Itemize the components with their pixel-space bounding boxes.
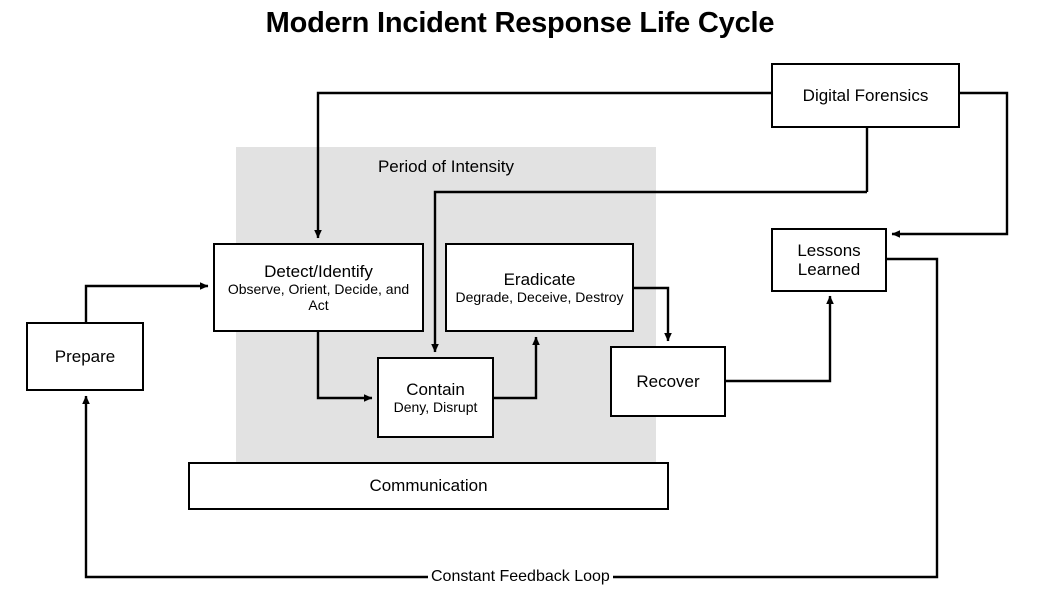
node-label: Recover (636, 371, 700, 391)
node-eradicate[interactable]: Eradicate Degrade, Deceive, Destroy (445, 243, 634, 332)
node-label: Communication (369, 476, 488, 495)
node-lessons-learned[interactable]: Lessons Learned (771, 228, 887, 292)
page-title: Modern Incident Response Life Cycle (265, 7, 775, 39)
node-sublabel: Degrade, Deceive, Destroy (455, 288, 624, 305)
region-label: Period of Intensity (377, 157, 515, 176)
node-label: Prepare (54, 346, 116, 366)
node-label: Detect/Identify (264, 261, 373, 281)
node-prepare[interactable]: Prepare (26, 322, 144, 391)
node-sublabel: Deny, Disrupt (393, 398, 478, 415)
node-communication[interactable]: Communication (188, 462, 669, 510)
node-digital-forensics[interactable]: Digital Forensics (771, 63, 960, 128)
node-label: Digital Forensics (802, 85, 929, 105)
node-label: Lessons (797, 240, 861, 260)
node-label-line2: Learned (797, 260, 861, 279)
node-contain[interactable]: Contain Deny, Disrupt (377, 357, 494, 438)
wire-prepare-to-detect (84, 282, 209, 322)
node-recover[interactable]: Recover (610, 346, 726, 417)
node-label: Contain (406, 379, 465, 399)
node-detect-identify[interactable]: Detect/Identify Observe, Orient, Decide,… (213, 243, 424, 332)
node-label: Eradicate (503, 269, 576, 289)
feedback-loop-label: Constant Feedback Loop (428, 569, 613, 585)
node-sublabel: Observe, Orient, Decide, and Act (227, 280, 410, 313)
wire-recover-to-lessons (726, 295, 834, 383)
